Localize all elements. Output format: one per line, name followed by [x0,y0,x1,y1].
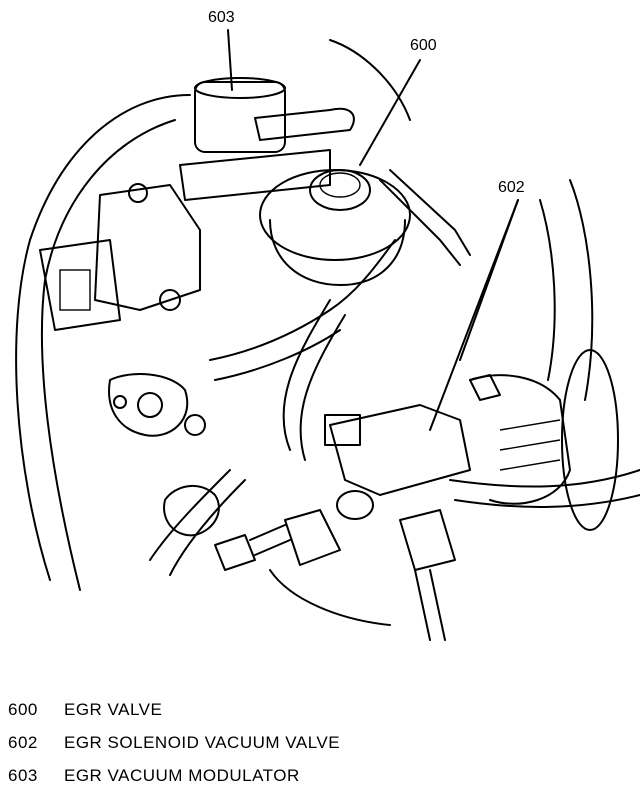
egr-solenoid-vacuum-valve [324,404,471,641]
hoses [149,239,396,576]
legend-number: 602 [8,733,38,752]
legend-label: EGR SOLENOID VACUUM VALVE [64,733,341,752]
legend-item: 603 EGR VACUUM MODULATOR [8,766,628,799]
bolt-and-connector [214,509,391,626]
engine-outline [15,39,594,591]
egr-component-diagram: 603 600 602 [15,9,640,641]
legend: 600 EGR VALVE 602 EGR SOLENOID VACUUM VALV… [8,700,628,799]
legend-item: 602 EGR SOLENOID VACUUM VALVE [8,733,628,766]
egr-valve [259,169,471,286]
throttle-bracket [39,183,206,437]
legend-item: 600 EGR VALVE [8,700,628,733]
callout-600: 600 [410,37,437,54]
right-housing [449,349,640,531]
legend-label: EGR VACUUM MODULATOR [64,766,300,785]
legend-number: 600 [8,700,38,719]
callout-603: 603 [208,9,235,26]
callout-602: 602 [498,179,525,196]
leader-lines [227,29,519,431]
legend-number: 603 [8,766,38,785]
legend-label: EGR VALVE [64,700,163,719]
egr-vacuum-modulator [179,77,355,201]
